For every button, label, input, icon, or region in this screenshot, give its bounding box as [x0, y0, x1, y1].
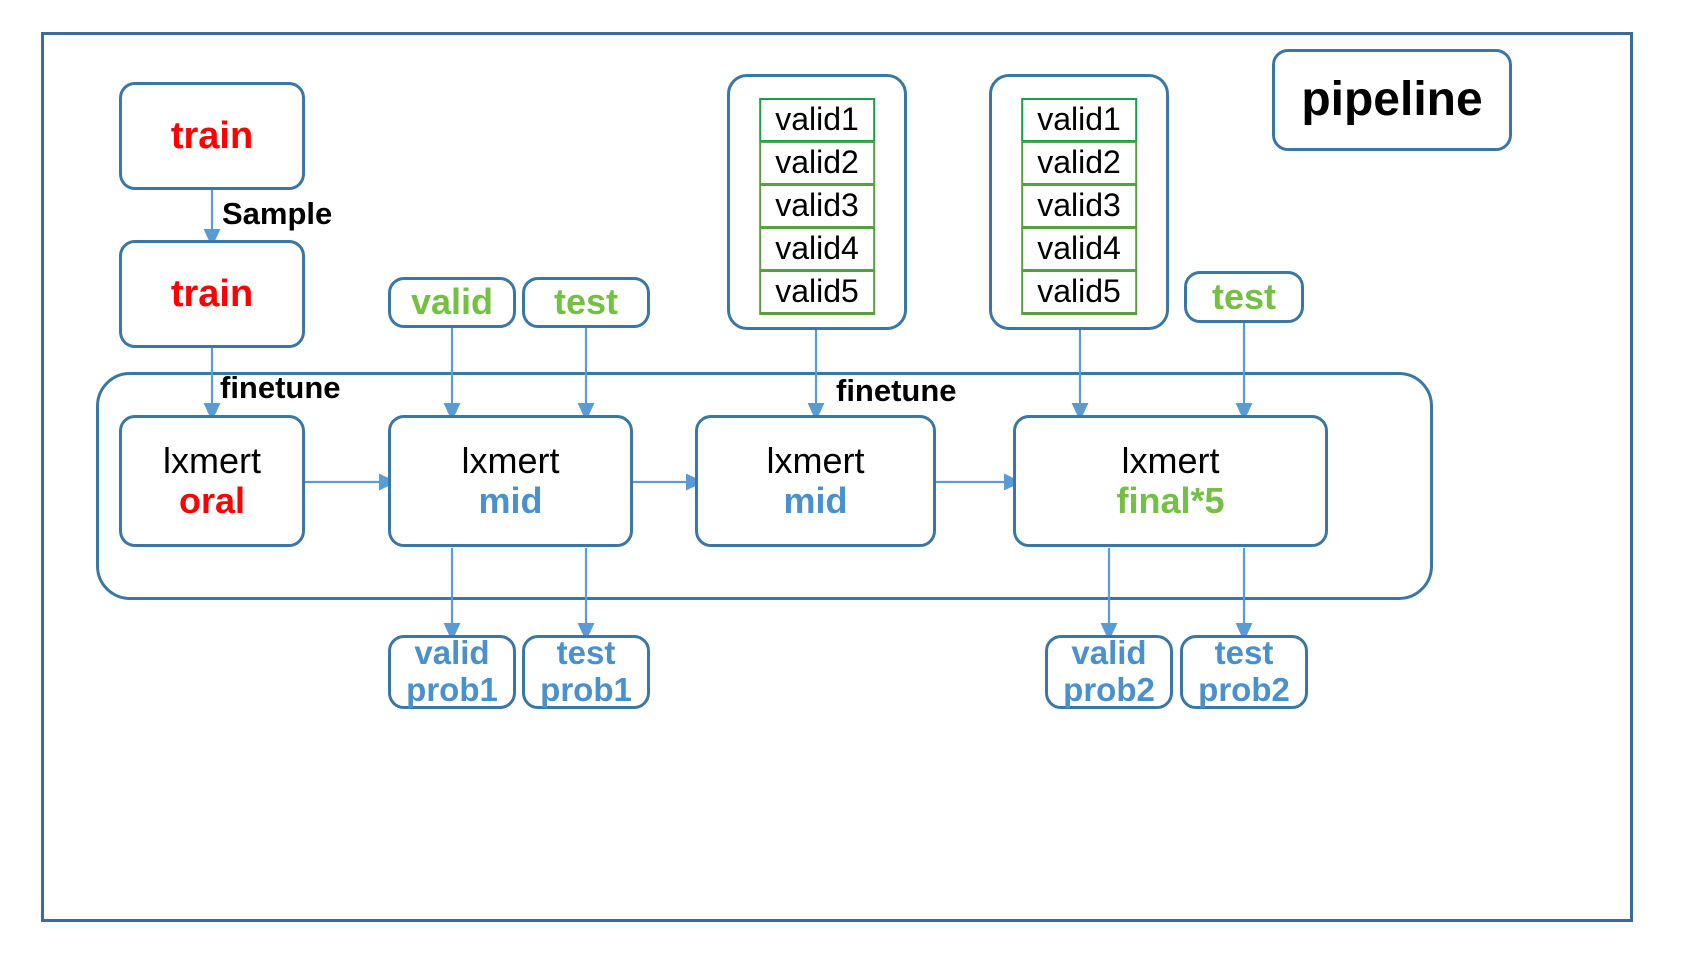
node-lxmert-final[interactable]: lxmert final*5 — [1013, 415, 1328, 547]
label-finetune-right: finetune — [836, 373, 957, 408]
node-label-line2: mid — [478, 480, 543, 521]
label-sample: Sample — [222, 196, 333, 231]
list-item[interactable]: valid5 — [1021, 270, 1137, 315]
list-item[interactable]: valid1 — [1021, 98, 1137, 143]
list-item[interactable]: valid2 — [1021, 141, 1137, 186]
outer-frame — [41, 32, 1633, 922]
node-label-line2: prob2 — [1198, 671, 1290, 708]
node-test-prob1[interactable]: test prob1 — [522, 634, 650, 709]
page-title: pipeline — [1301, 73, 1483, 127]
list-item[interactable]: valid4 — [1021, 227, 1137, 272]
node-lxmert-mid-1[interactable]: lxmert mid — [388, 415, 633, 547]
node-label-line2: prob1 — [540, 671, 632, 708]
node-valid-input[interactable]: valid — [388, 277, 516, 328]
node-label-line1: lxmert — [163, 439, 261, 481]
node-label-line1: valid — [414, 634, 490, 672]
node-label-line1: valid — [1071, 634, 1147, 672]
node-valid-prob2[interactable]: valid prob2 — [1045, 634, 1173, 709]
node-label-line2: oral — [178, 480, 246, 521]
node-lxmert-mid-2[interactable]: lxmert mid — [695, 415, 936, 547]
pipeline-title-box: pipeline — [1272, 49, 1512, 151]
valid-stack-1-rows: valid1 valid2 valid3 valid4 valid5 — [759, 98, 875, 315]
list-item[interactable]: valid2 — [759, 141, 875, 186]
node-label-line1: lxmert — [766, 439, 865, 481]
node-label: train — [170, 272, 254, 315]
node-label: train — [170, 114, 254, 157]
node-label: valid — [410, 281, 494, 323]
node-lxmert-oral[interactable]: lxmert oral — [119, 415, 305, 547]
node-test-input-2[interactable]: test — [1184, 271, 1304, 323]
node-train-top[interactable]: train — [119, 82, 305, 190]
node-label-line1: lxmert — [461, 439, 560, 481]
node-label: test — [553, 281, 619, 323]
list-item[interactable]: valid3 — [759, 184, 875, 229]
list-item[interactable]: valid5 — [759, 270, 875, 315]
node-label-line1: test — [556, 634, 616, 672]
node-label-line2: prob1 — [406, 671, 498, 708]
node-test-input[interactable]: test — [522, 277, 650, 328]
list-item[interactable]: valid3 — [1021, 184, 1137, 229]
node-label-line2: final*5 — [1116, 480, 1225, 521]
node-label-line1: test — [1214, 634, 1274, 672]
list-item[interactable]: valid4 — [759, 227, 875, 272]
node-valid-prob1[interactable]: valid prob1 — [388, 634, 516, 709]
valid-stack-1[interactable]: valid1 valid2 valid3 valid4 valid5 — [727, 74, 907, 330]
node-label-line2: prob2 — [1063, 671, 1155, 708]
node-label-line1: lxmert — [1121, 439, 1220, 481]
label-finetune-left: finetune — [220, 370, 341, 405]
node-label-line2: mid — [783, 480, 848, 521]
node-label: test — [1211, 275, 1277, 317]
valid-stack-2[interactable]: valid1 valid2 valid3 valid4 valid5 — [989, 74, 1169, 330]
list-item[interactable]: valid1 — [759, 98, 875, 143]
valid-stack-2-rows: valid1 valid2 valid3 valid4 valid5 — [1021, 98, 1137, 315]
node-train-sampled[interactable]: train — [119, 240, 305, 348]
node-test-prob2[interactable]: test prob2 — [1180, 634, 1308, 709]
finetune-group-container — [96, 372, 1433, 600]
